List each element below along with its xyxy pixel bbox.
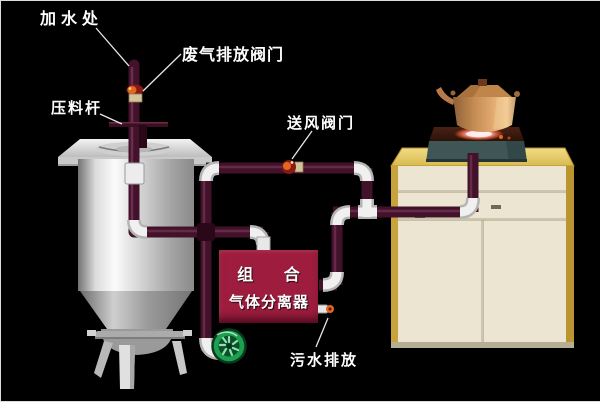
kettle-spout <box>436 87 455 105</box>
digester-tank <box>58 139 212 389</box>
separator-label-line1: 组 合 <box>237 267 313 284</box>
label-air-supply-valve: 送风阀门 <box>287 115 356 132</box>
blower-fan <box>211 328 247 364</box>
kettle <box>436 79 520 132</box>
pressure-rod <box>109 122 168 148</box>
drawer-handle <box>491 205 501 209</box>
cabinet <box>390 147 575 348</box>
tank-cone <box>80 291 192 329</box>
separator-label-line2: 气体分离器 <box>228 294 309 311</box>
tank-leg <box>94 341 113 378</box>
tank-leg <box>172 341 187 375</box>
label-waste-gas-valve: 废气排放阀门 <box>182 47 285 64</box>
cross-fitting <box>197 223 215 241</box>
pointer-lines <box>95 27 329 348</box>
tank-lug <box>87 330 96 336</box>
waste-gas-valve <box>126 84 144 103</box>
label-sewage-discharge: 污水排放 <box>290 352 359 369</box>
kettle-knob <box>478 79 487 86</box>
separator-box: 组 合 气体分离器 <box>219 250 318 323</box>
pipe-coupling <box>124 162 145 185</box>
air-supply-valve <box>282 160 304 174</box>
label-water-inlet: 加水处 <box>40 11 104 28</box>
label-pressure-rod: 压料杆 <box>51 100 103 117</box>
